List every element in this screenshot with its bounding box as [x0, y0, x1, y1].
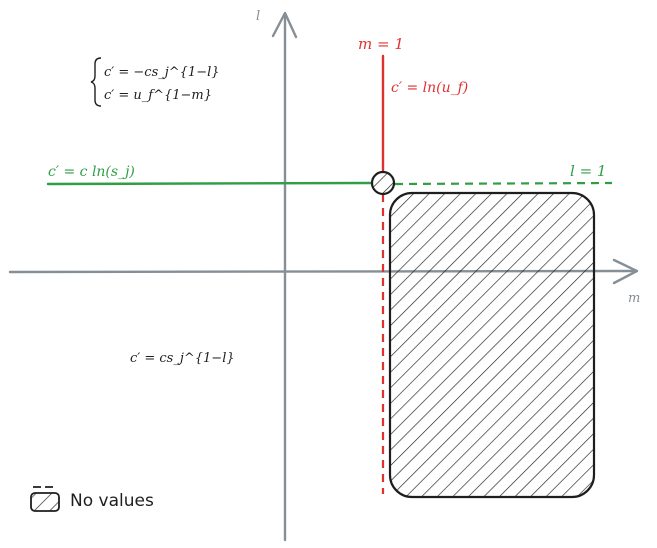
- legend-no-values-label: No values: [70, 491, 154, 511]
- no-values-region: [388, 191, 596, 499]
- horizontal-axis-label: m: [628, 291, 640, 306]
- legend-hatch-swatch: [30, 492, 60, 512]
- red-formula-label: c′ = ln(u_f): [391, 80, 468, 96]
- vertical-axis-label: l: [256, 9, 260, 24]
- vertical-axis: [271, 11, 298, 542]
- green-dashed-line: [394, 181, 613, 186]
- m-equals-1-label: m = 1: [358, 35, 404, 53]
- legend: No values: [30, 486, 154, 512]
- lower-left-formula: c′ = cs_j^{1−l}: [130, 351, 235, 366]
- upper-left-formula-line1: c′ = −cs_j^{1−l}: [104, 65, 220, 80]
- upper-left-piecewise: c′ = −cs_j^{1−l} c′ = u_f^{1−m}: [90, 57, 220, 107]
- green-formula-label: c′ = c ln(s_j): [48, 164, 135, 180]
- green-solid-line: [46, 181, 373, 186]
- l-equals-1-label: l = 1: [570, 162, 606, 180]
- intersection-point: [370, 170, 396, 196]
- upper-left-formula-line2: c′ = u_f^{1−m}: [104, 88, 212, 103]
